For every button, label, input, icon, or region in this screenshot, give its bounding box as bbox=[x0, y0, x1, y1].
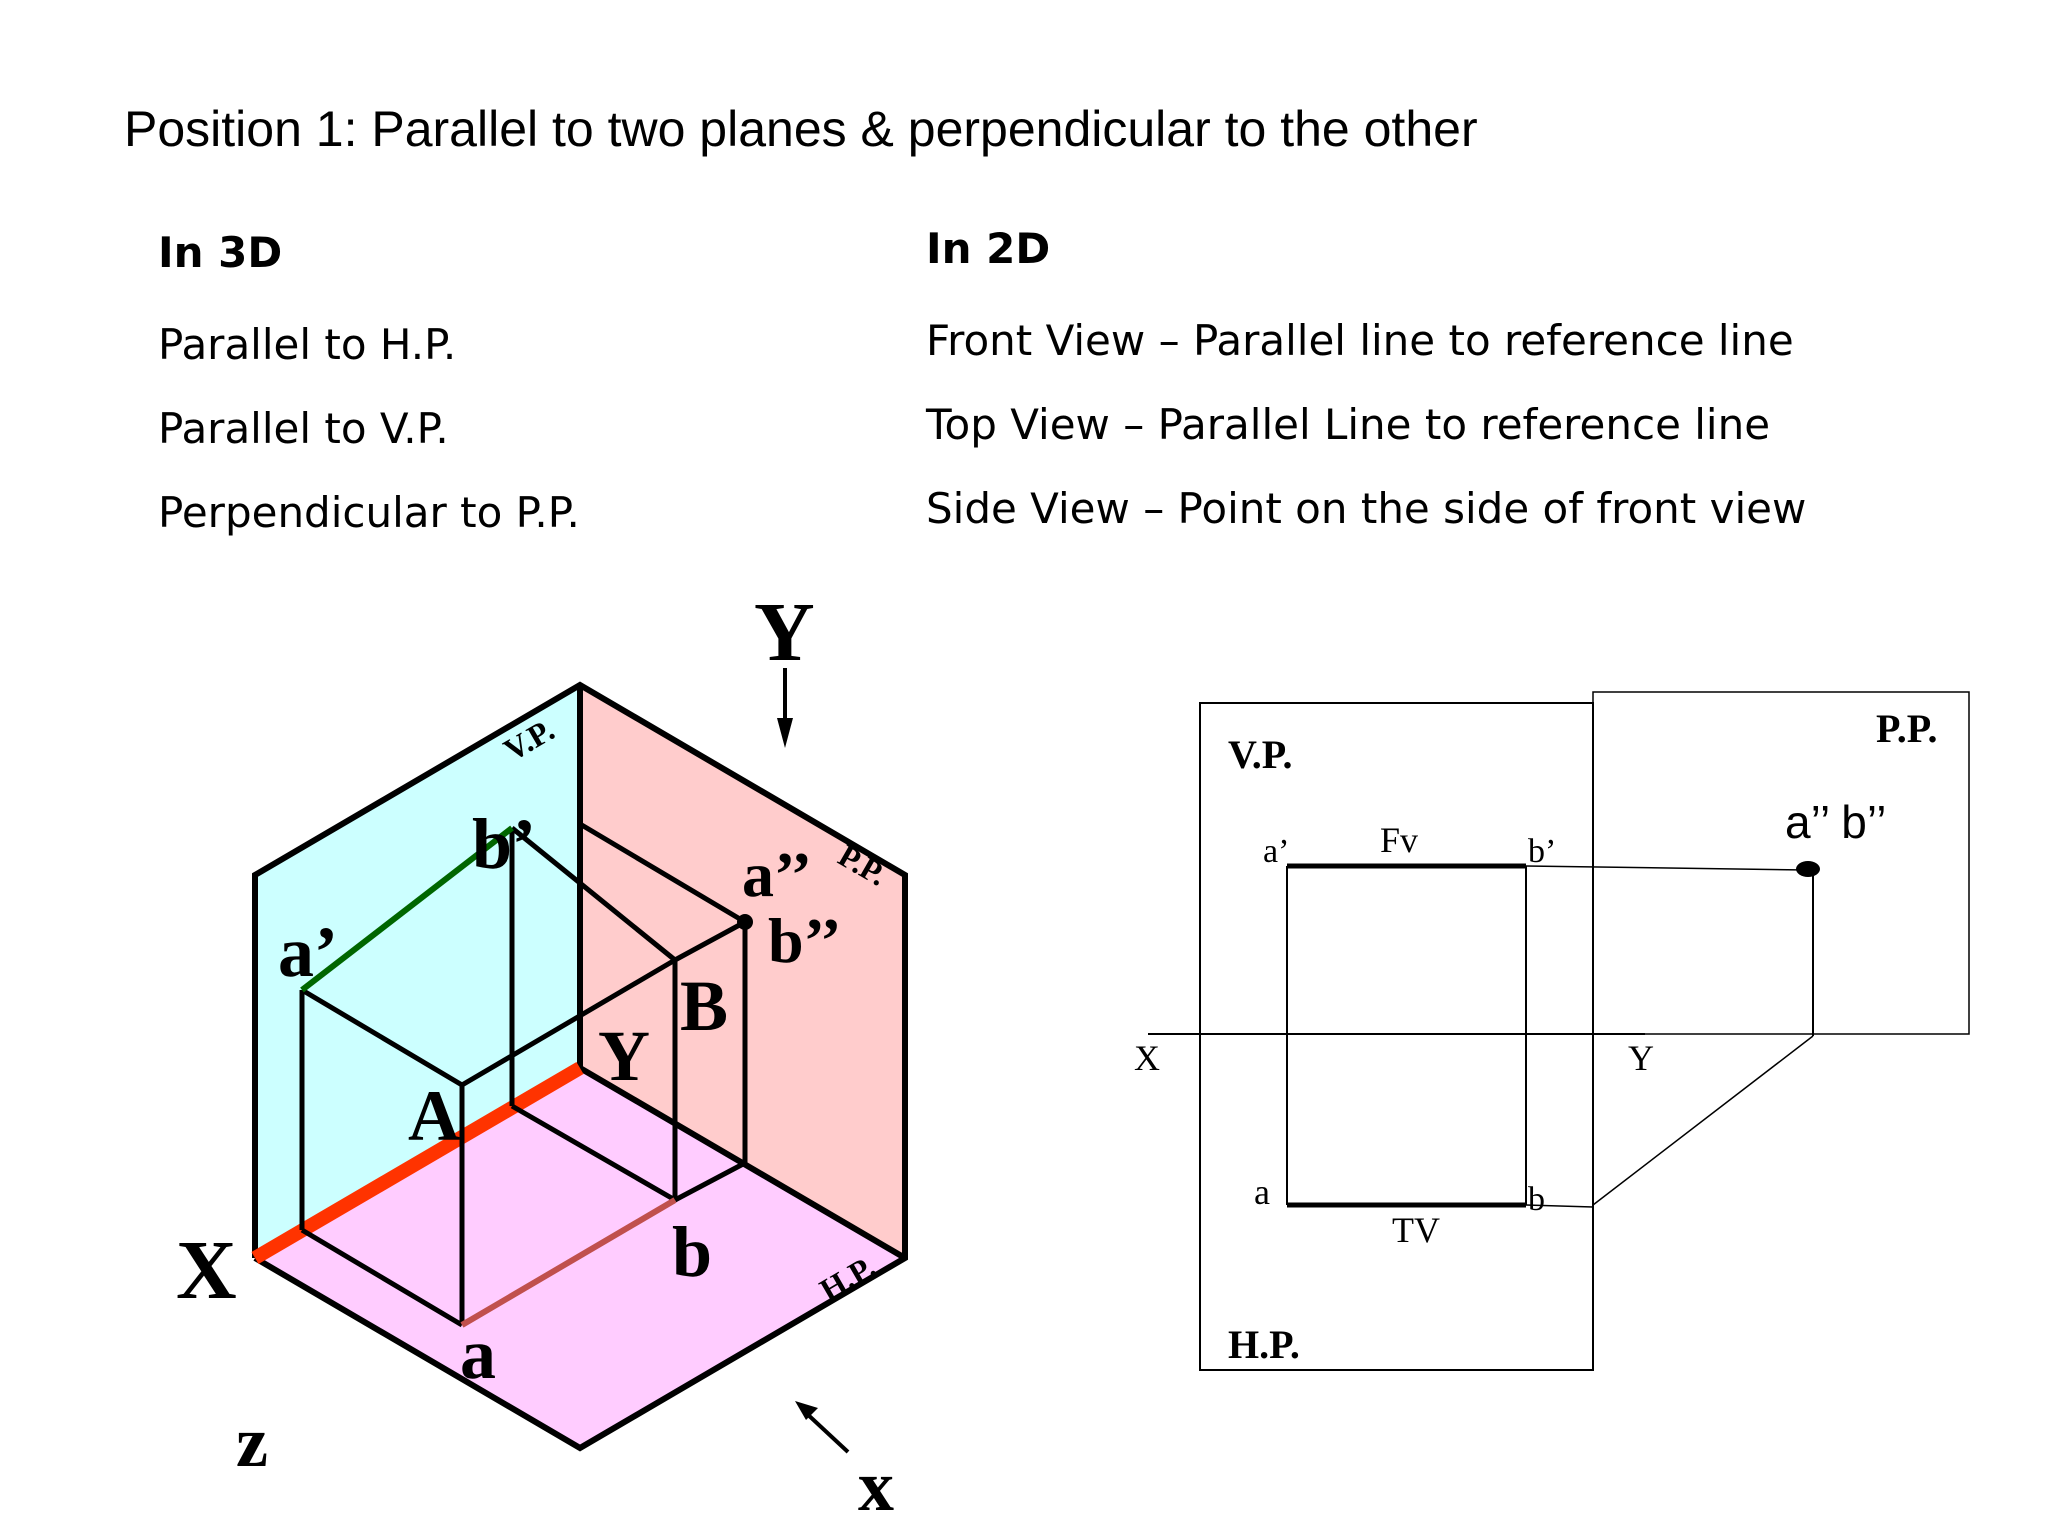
label-X: X bbox=[176, 1224, 237, 1317]
label-vp: V.P. bbox=[1228, 732, 1293, 777]
in-3d-item: Parallel to H.P. bbox=[158, 320, 457, 369]
label-z: z bbox=[236, 1402, 268, 1482]
label-b: b bbox=[672, 1212, 712, 1292]
in-2d-item: Side View – Point on the side of front v… bbox=[926, 484, 1807, 533]
label-hp: H.P. bbox=[1228, 1322, 1300, 1367]
label-b-double-prime: b’’ bbox=[768, 905, 841, 976]
label-Y: Y bbox=[1628, 1038, 1654, 1078]
side-view-point bbox=[737, 914, 753, 930]
in-2d-item: Top View – Parallel Line to reference li… bbox=[926, 400, 1771, 449]
in-3d-column: In 3D Parallel to H.P. Parallel to V.P. … bbox=[158, 228, 580, 555]
vp-outline bbox=[252, 681, 908, 1452]
projection-box bbox=[299, 821, 748, 1328]
label-A: A bbox=[408, 1076, 460, 1156]
label-a-prime: a’ bbox=[1263, 833, 1289, 870]
in-2d-column: In 2D Front View – Parallel line to refe… bbox=[926, 224, 1806, 551]
vp-hp-frame bbox=[1199, 702, 1594, 1371]
in-2d-item: Front View – Parallel line to reference … bbox=[926, 316, 1794, 365]
label-point-side-view: a’’ b’’ bbox=[1785, 796, 1886, 848]
orthographic-diagram: V.P. P.P. H.P. a’ Fv b’ a’’ b’’ X Y a b … bbox=[1134, 691, 1970, 1371]
page-title: Position 1: Parallel to two planes & per… bbox=[124, 101, 1478, 157]
label-X: X bbox=[1134, 1038, 1160, 1078]
label-b-prime: b’ bbox=[1528, 833, 1556, 870]
label-b: b bbox=[1528, 1181, 1545, 1218]
label-a-double-prime: a’’ bbox=[742, 839, 812, 910]
label-a-prime: a’ bbox=[278, 912, 338, 992]
side-view-point bbox=[1796, 861, 1820, 877]
pp-frame bbox=[1592, 691, 1970, 1035]
label-B: B bbox=[680, 966, 728, 1046]
arrow-up-left-icon bbox=[795, 1401, 818, 1420]
in-3d-item: Perpendicular to P.P. bbox=[158, 488, 580, 537]
in-3d-heading: In 3D bbox=[158, 228, 283, 277]
label-tv: TV bbox=[1392, 1210, 1440, 1250]
projector-miter bbox=[1592, 1035, 1814, 1206]
label-x: x bbox=[858, 1446, 894, 1526]
top-view-line bbox=[460, 1197, 677, 1328]
label-b-prime: b’ bbox=[472, 804, 536, 884]
label-pp: P.P. bbox=[1876, 706, 1938, 751]
projector-fv-to-sv bbox=[1525, 865, 1807, 871]
in-2d-heading: In 2D bbox=[926, 224, 1051, 273]
label-Y-mid: Y bbox=[598, 1016, 650, 1096]
label-y-top: Y bbox=[754, 586, 815, 679]
label-fv: Fv bbox=[1380, 820, 1418, 860]
label-a: a bbox=[460, 1314, 496, 1394]
projector-tv-to-miter bbox=[1525, 1204, 1594, 1208]
in-3d-item: Parallel to V.P. bbox=[158, 404, 449, 453]
isometric-diagram: Y V.P. P.P. H.P. b’ a’ a’’ b’’ B Y A X b… bbox=[176, 586, 908, 1526]
arrow-shaft bbox=[803, 1410, 850, 1454]
xy-reference-line bbox=[251, 1061, 584, 1265]
arrow-down-icon bbox=[777, 718, 793, 748]
front-view-line bbox=[300, 825, 514, 993]
label-a: a bbox=[1254, 1172, 1270, 1212]
